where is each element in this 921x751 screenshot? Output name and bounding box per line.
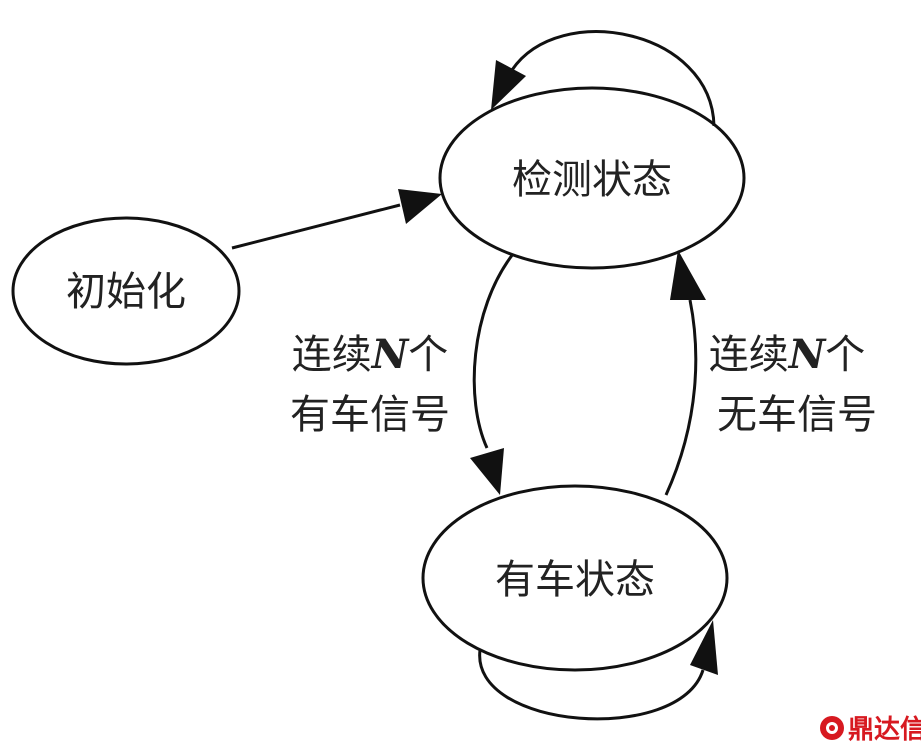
node-init-label: 初始化 — [66, 269, 186, 315]
edge-occupied-to-detect — [664, 250, 706, 496]
node-occupied-shape — [421, 484, 729, 672]
node-detect: 检测状态 — [438, 86, 746, 270]
watermark-logo-icon — [820, 716, 844, 740]
edge-label-to-detect-line2: 无车信号 — [717, 392, 877, 438]
edge-detect-to-occupied-line — [472, 253, 515, 449]
edge-occupied-to-detect-arrowhead — [670, 250, 706, 300]
edge-init-to-detect — [231, 189, 442, 250]
edge-init-to-detect-line — [231, 203, 401, 250]
edge-detect-to-occupied-arrowhead — [470, 448, 504, 495]
edge-occupied-self-loop-line — [478, 649, 705, 721]
node-occupied: 有车状态 — [421, 484, 729, 672]
edge-label-to-detect-line1: 连续N个 — [709, 331, 866, 378]
node-occupied-label: 有车状态 — [495, 557, 655, 603]
edge-detect-self-loop-line — [510, 30, 716, 127]
edge-detect-self-loop — [491, 30, 716, 127]
watermark-brand: 鼎达信 — [848, 715, 921, 745]
node-init: 初始化 — [11, 216, 241, 366]
edge-label-to-detect: 连续N个 无车信号 — [709, 331, 877, 438]
edge-detect-to-occupied — [470, 253, 515, 495]
edge-label-to-occupied-line2: 有车信号 — [290, 392, 450, 438]
edge-detect-self-loop-arrowhead — [491, 60, 526, 110]
node-detect-label: 检测状态 — [512, 157, 672, 203]
node-init-shape — [11, 216, 241, 366]
node-detect-shape — [438, 86, 746, 270]
edge-occupied-self-loop — [478, 620, 718, 721]
edge-occupied-to-detect-line — [664, 299, 698, 496]
edge-label-to-occupied: 连续N个 有车信号 — [290, 331, 450, 438]
edge-init-to-detect-arrowhead — [398, 189, 442, 224]
edge-label-to-occupied-line1: 连续N个 — [292, 331, 449, 378]
watermark: 鼎达信 — [820, 715, 921, 745]
edge-occupied-self-loop-arrowhead — [690, 620, 718, 675]
